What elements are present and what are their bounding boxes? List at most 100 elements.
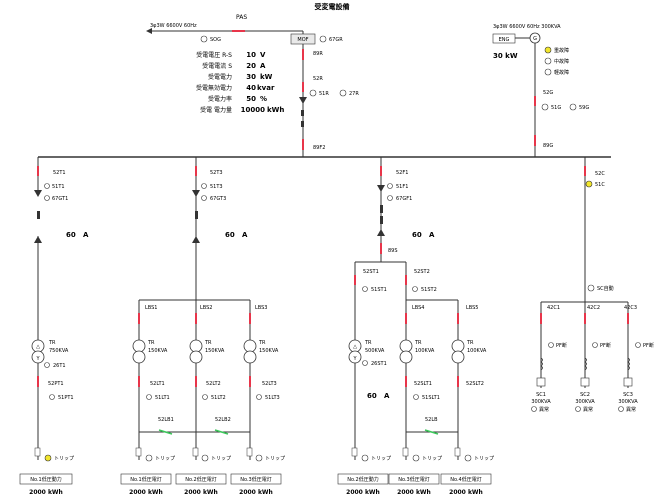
tr-kva-label: 100KVA (415, 348, 435, 354)
t3-current: 60 (225, 231, 235, 239)
load-name: No.3低圧電灯 (240, 476, 271, 483)
trip-indicator-icon[interactable] (201, 454, 209, 462)
51c-indicator-icon[interactable] (585, 180, 593, 188)
load-box[interactable] (120, 473, 172, 485)
sc3-kva: 300KVA (618, 399, 638, 405)
pf-indicator-icon[interactable] (592, 342, 598, 348)
51t3-indicator-icon[interactable] (201, 183, 207, 189)
pf-indicator-icon[interactable] (548, 342, 554, 348)
sc2-alarm-icon[interactable] (575, 406, 581, 412)
capacitor-icon[interactable] (580, 377, 590, 387)
51lt3-indicator-icon[interactable] (256, 394, 262, 400)
51r-indicator-icon[interactable] (309, 89, 317, 97)
f1-arrow-up-icon (377, 229, 385, 236)
67gf1-indicator-icon[interactable] (387, 195, 393, 201)
sog-indicator-icon[interactable] (200, 35, 208, 43)
52f1-label: 52F1 (396, 170, 408, 176)
light-transformer-group-2: LBS4 LBS5 TR 100KVA 52SLT1 51SLT1 TR 100… (399, 299, 487, 460)
heavy-fault-indicator-icon[interactable] (544, 46, 552, 54)
load-energy: 2000 kWh (397, 489, 431, 496)
sc1-alarm-icon[interactable] (531, 406, 537, 412)
capacitor-icon[interactable] (623, 377, 633, 387)
load-box[interactable] (440, 473, 492, 485)
67gt3-indicator-icon[interactable] (201, 195, 207, 201)
52lb2-tie[interactable] (214, 429, 229, 435)
27r-indicator-icon[interactable] (339, 89, 347, 97)
52t3-label: 52T3 (210, 170, 223, 176)
51st1-indicator-icon[interactable] (362, 286, 368, 292)
transformer-icon[interactable] (31, 350, 45, 364)
metric-value: 10 (246, 51, 256, 59)
52slt1-label: 52SLT1 (414, 381, 432, 387)
tr-label: TR (258, 340, 266, 346)
51lt1-indicator-icon[interactable] (146, 394, 152, 400)
59g-label: 59G (579, 105, 589, 111)
light-fault-indicator-icon[interactable] (544, 68, 552, 76)
51t1-indicator-icon[interactable] (44, 183, 50, 189)
load-box[interactable] (337, 473, 389, 485)
67gt1-indicator-icon[interactable] (44, 195, 50, 201)
power-transformer: △ Y TR 750KVA 26T1 52PT1 51PT1 (31, 339, 74, 401)
sc2-state: 異常 (583, 406, 593, 413)
59g-indicator-icon[interactable] (569, 103, 577, 111)
transformer-icon[interactable] (348, 350, 362, 364)
67gr-indicator-icon[interactable] (319, 35, 327, 43)
transformer-icon[interactable] (451, 350, 465, 364)
transformer-icon[interactable] (399, 350, 413, 364)
trip-indicator-icon[interactable] (145, 454, 153, 462)
transformer-icon[interactable] (399, 339, 413, 353)
27r-label: 27R (349, 91, 359, 97)
load-box[interactable] (388, 473, 440, 485)
load-name: No.2低圧動力 (347, 476, 378, 483)
51f1-label: 51F1 (396, 184, 408, 190)
trip-indicator-icon[interactable] (255, 454, 263, 462)
tr-kva-label: 150KVA (259, 348, 279, 354)
trip-label: トリップ (474, 456, 494, 462)
capacitor-icon[interactable] (536, 377, 546, 387)
tr-label: TR (414, 340, 422, 346)
51g-indicator-icon[interactable] (541, 103, 549, 111)
transformer-icon[interactable] (132, 339, 146, 353)
transformer-icon[interactable] (243, 339, 257, 353)
trip-indicator-icon[interactable] (412, 454, 420, 462)
tr-label: TR (466, 340, 474, 346)
52t3-arrow-icon (192, 190, 200, 197)
metric-label: 受電電力 (208, 73, 232, 81)
sc3-alarm-icon[interactable] (618, 406, 624, 412)
load-box[interactable] (175, 473, 227, 485)
51st1-label: 51ST1 (371, 287, 387, 293)
trip-label: トリップ (155, 456, 175, 462)
26st1-indicator-icon[interactable] (362, 360, 368, 366)
transformer-icon[interactable] (189, 339, 203, 353)
51lt2-indicator-icon[interactable] (202, 394, 208, 400)
51pt1-indicator-icon[interactable] (49, 394, 55, 400)
lbs1-label: LBS1 (145, 305, 157, 311)
load-box[interactable] (230, 473, 282, 485)
pf-indicator-icon[interactable] (635, 342, 641, 348)
load-energy: 2000 kWh (449, 489, 483, 496)
load-box[interactable] (19, 473, 73, 485)
gen-spec: 3φ3W 6600V 60Hz 300KVA (493, 24, 561, 30)
sc-auto-indicator-icon[interactable] (587, 284, 595, 292)
sc1-state: 異常 (539, 406, 549, 413)
trip-indicator-icon[interactable] (44, 454, 52, 462)
transformer-icon[interactable] (451, 339, 465, 353)
trip-indicator-icon[interactable] (464, 454, 472, 462)
51f1-indicator-icon[interactable] (387, 183, 393, 189)
svg-text:Y: Y (35, 356, 40, 362)
load-energy: 2000 kWh (346, 489, 380, 496)
eng-label: ENG (499, 37, 510, 43)
52lb-tie[interactable] (424, 429, 439, 435)
mid-fault-indicator-icon[interactable] (544, 57, 552, 65)
trip-indicator-icon[interactable] (361, 454, 369, 462)
67gf1-label: 67GF1 (396, 196, 412, 202)
trip-label: トリップ (371, 456, 391, 462)
26t1-indicator-icon[interactable] (44, 362, 50, 368)
transformer-icon[interactable] (189, 350, 203, 364)
51slt1-indicator-icon[interactable] (413, 394, 419, 400)
51st2-indicator-icon[interactable] (412, 286, 418, 292)
transformer-icon[interactable] (132, 350, 146, 364)
transformer-icon[interactable] (243, 350, 257, 364)
52lb1-tie[interactable] (158, 429, 173, 435)
